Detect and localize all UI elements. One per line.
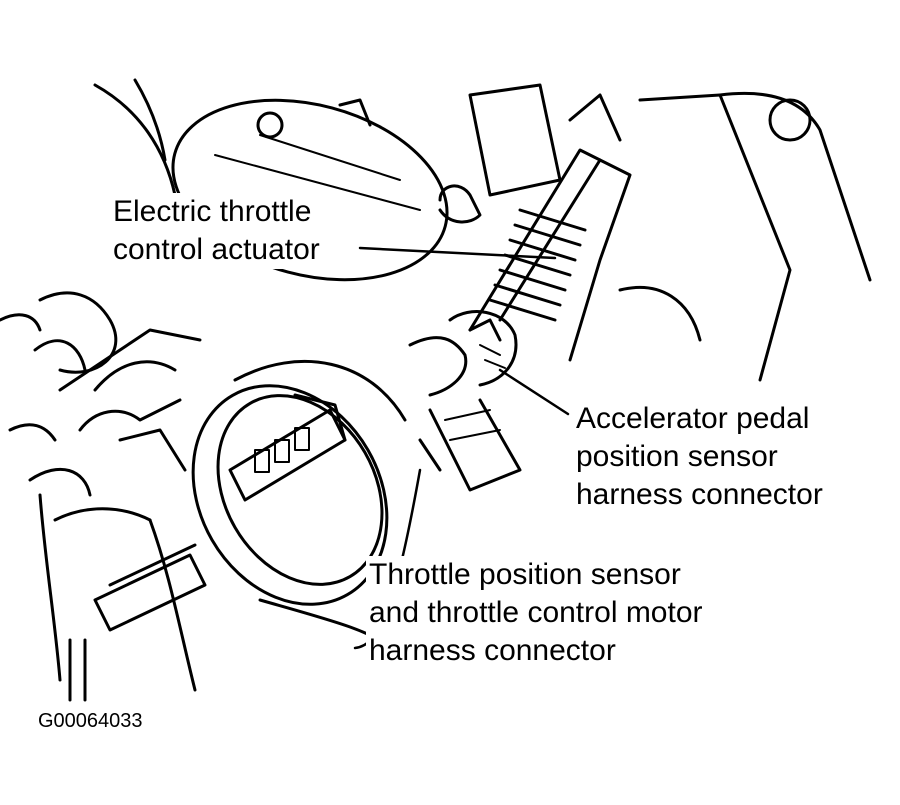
- connector-cluster: [408, 310, 522, 492]
- label-line: Throttle position sensor: [369, 558, 681, 591]
- label-line: harness connector: [576, 478, 823, 511]
- label-accelerator-pedal-sensor-connector: Accelerator pedal position sensor harnes…: [573, 400, 826, 514]
- solenoid-top: [438, 83, 562, 224]
- leader-app-sensor: [498, 368, 570, 416]
- label-line: position sensor: [576, 440, 778, 473]
- label-tps-motor-connector: Throttle position sensor and throttle co…: [366, 556, 706, 670]
- label-line: Accelerator pedal: [576, 402, 810, 435]
- actuator-housing: [468, 93, 632, 362]
- intake-hose-lower-left: [38, 493, 197, 702]
- label-line: control actuator: [113, 233, 320, 266]
- engine-outline-left: [0, 78, 202, 497]
- label-electric-throttle-actuator: Electric throttle control actuator: [110, 193, 323, 269]
- throttle-gear-flange: [171, 98, 449, 282]
- duct-clamp: [228, 393, 347, 502]
- label-line: and throttle control motor: [369, 596, 703, 629]
- label-line: harness connector: [369, 634, 616, 667]
- label-line: Electric throttle: [113, 195, 312, 228]
- right-bracket: [618, 91, 872, 382]
- figure-id: G00064033: [38, 710, 143, 732]
- hose-clamp-lower: [93, 543, 207, 632]
- leader-actuator: [358, 246, 557, 260]
- throttle-body-duct: [191, 359, 407, 652]
